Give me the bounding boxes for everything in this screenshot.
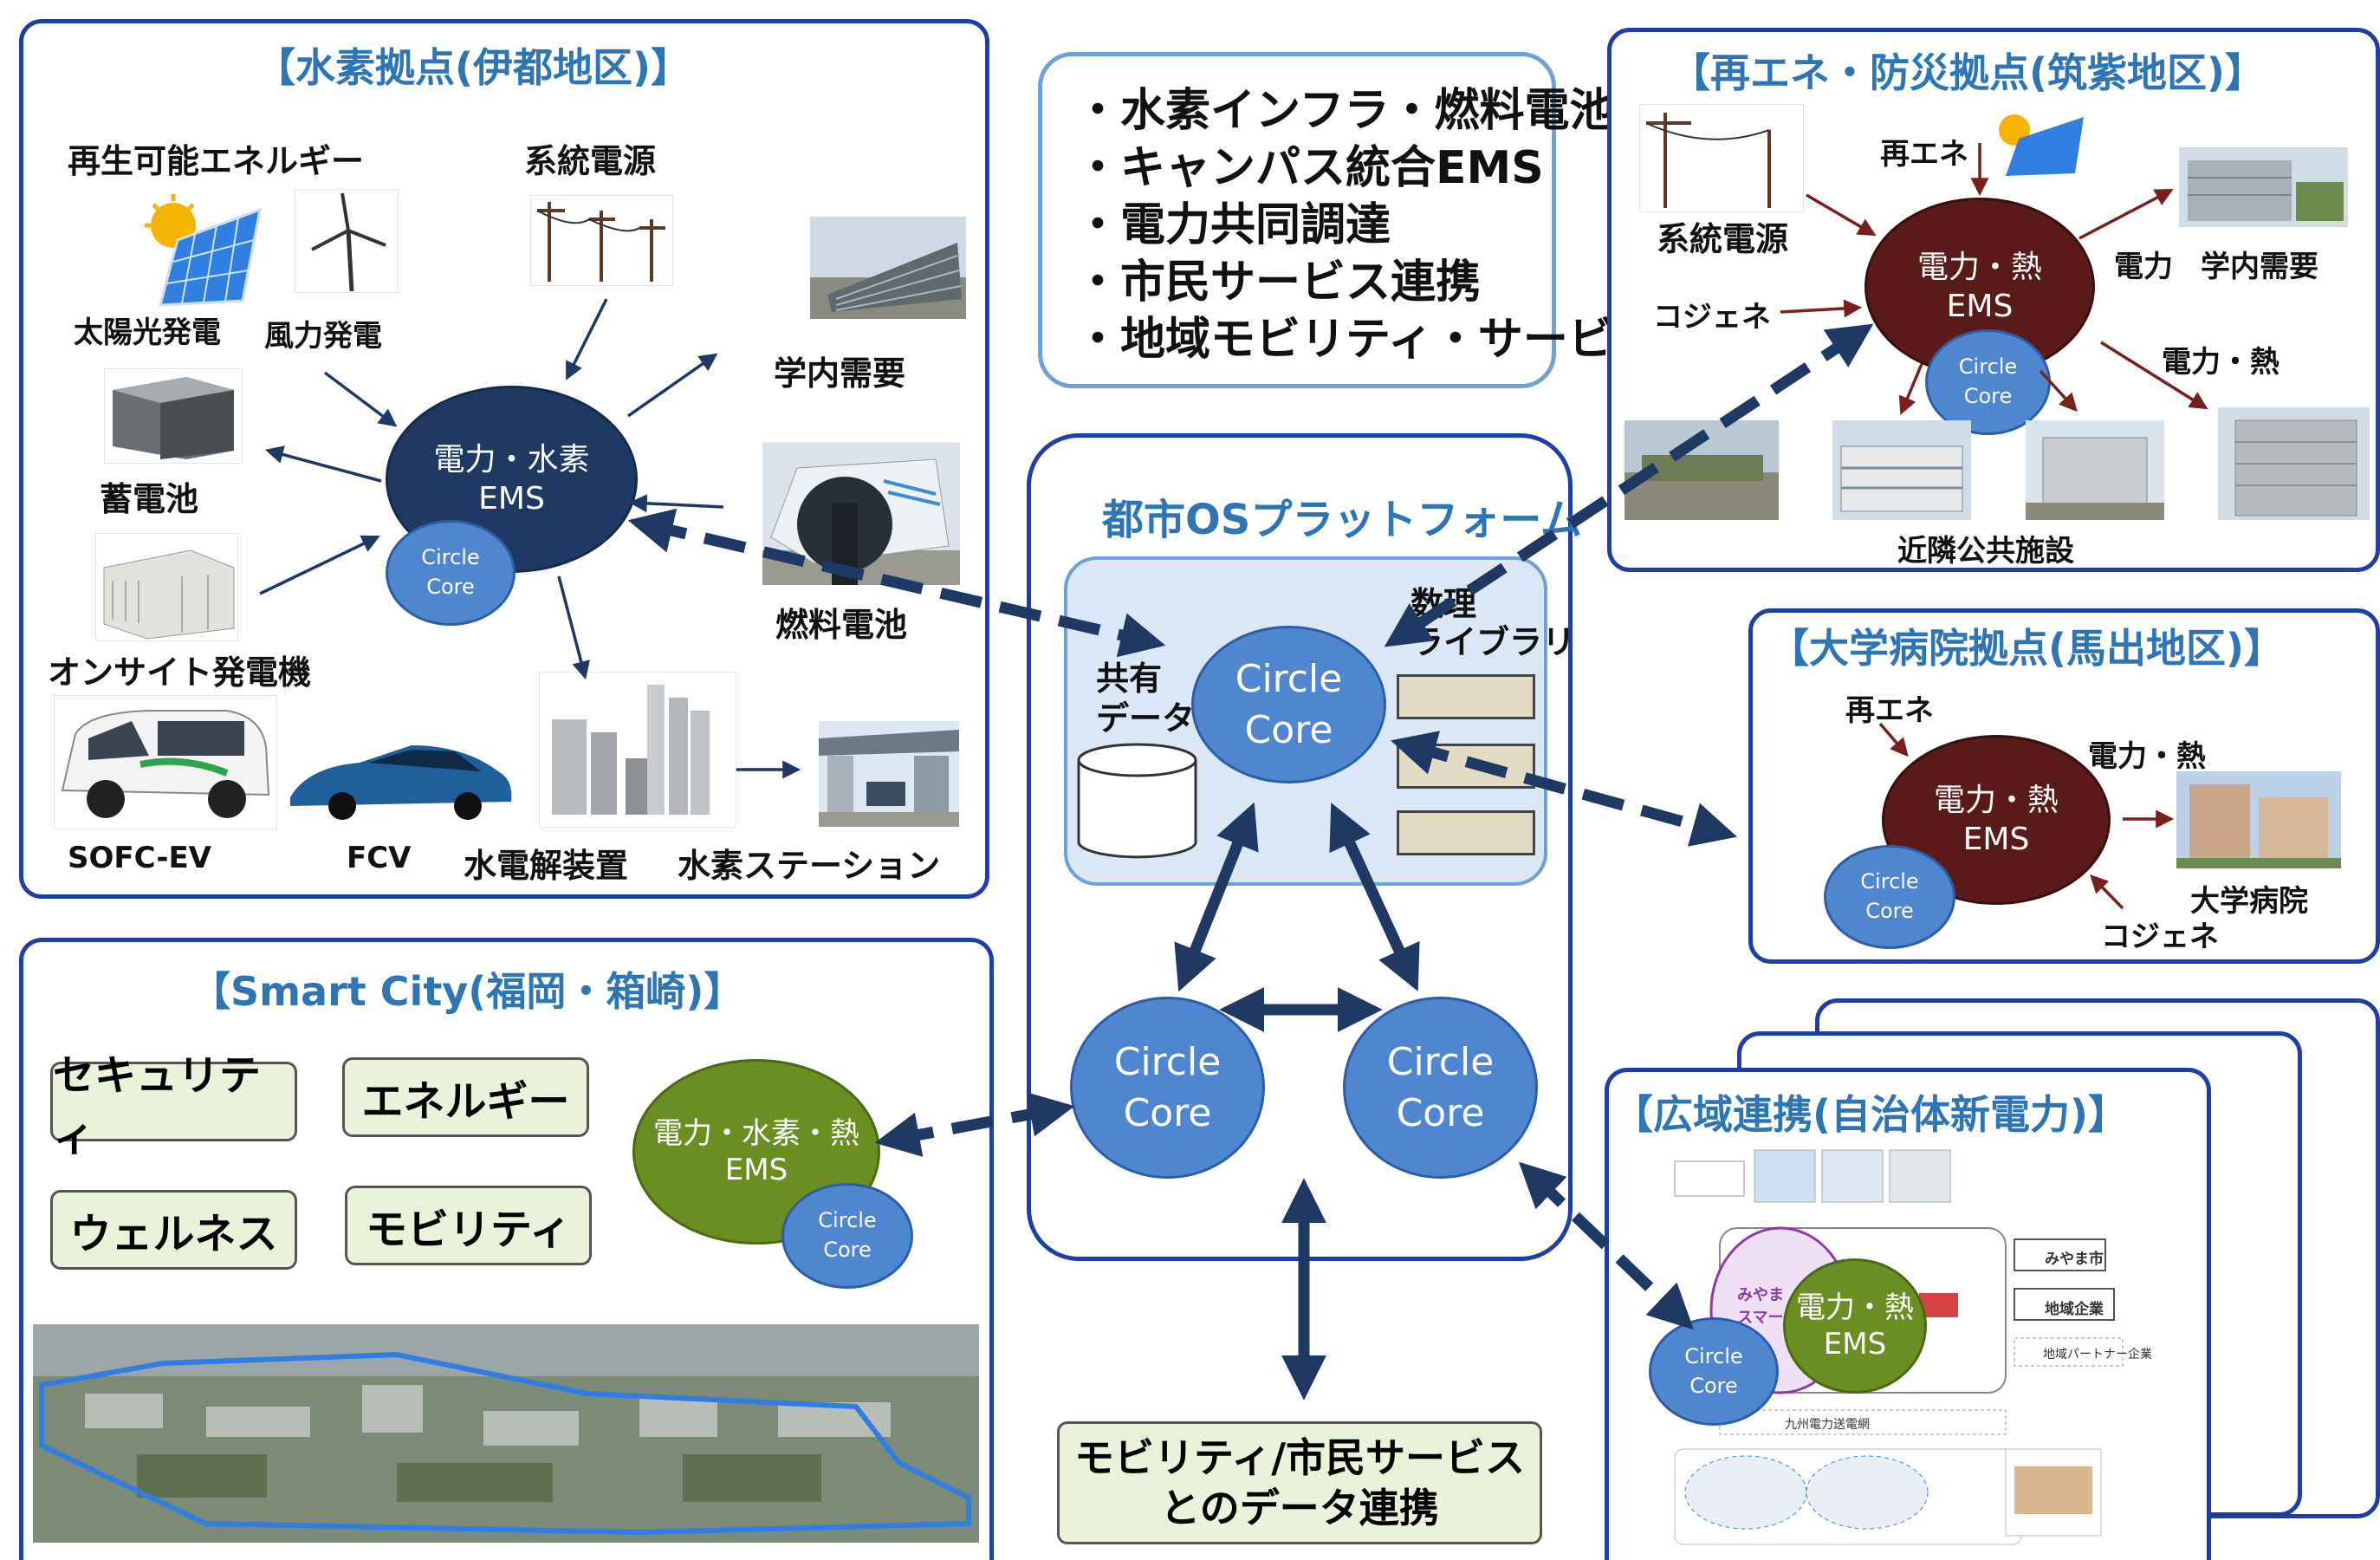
feature-item: ・キャンパス統合EMS <box>1075 142 1544 194</box>
mobility-data-link-box: モビリティ/市民サービス とのデータ連携 <box>1057 1421 1542 1544</box>
wellness-box: ウェルネス <box>50 1190 297 1270</box>
power-line-icon <box>1639 104 1804 212</box>
sofc-ev-label: SOFC-EV <box>68 841 211 875</box>
feature-item: ・市民サービス連携 <box>1075 257 1482 309</box>
onsite-generator-photo <box>95 533 238 641</box>
energy-box: エネルギー <box>342 1057 589 1137</box>
hospital-ems-node: 電力・熱 EMS <box>1882 735 2111 905</box>
renewable-label: 再エネ <box>1845 693 1934 728</box>
renewable-label: 再エネ <box>1880 137 1968 172</box>
platform-circle-core: Circle Core <box>1191 626 1386 783</box>
wide-area-circle-core: Circle Core <box>1649 1317 1779 1426</box>
sofc-ev-photo <box>54 695 277 829</box>
library-item <box>1397 674 1535 719</box>
solar-label: 太陽光発電 <box>74 315 221 350</box>
inset-grid-label: 九州電力送電網 <box>1785 1418 1870 1432</box>
wind-label: 風力発電 <box>264 319 382 354</box>
hydrogen-ems-line1: 電力・水素 <box>433 442 590 478</box>
hospital-building-photo <box>2176 771 2341 868</box>
battery-unit-photo <box>104 368 243 464</box>
hydrogen-ems-line2: EMS <box>478 481 545 517</box>
hydrogen-hub-title: 【水素拠点(伊都地区)】 <box>256 44 691 91</box>
features-list-box: ・水素インフラ・燃料電池 ・キャンパス統合EMS ・電力共同調達 ・市民サービス… <box>1038 52 1658 388</box>
fcv-label: FCV <box>347 841 412 875</box>
grid-label: 系統電源 <box>524 142 657 180</box>
hospital-label: 大学病院 <box>2190 884 2308 919</box>
aerial-city-photo <box>33 1324 979 1543</box>
feature-item: ・水素インフラ・燃料電池 <box>1075 85 1615 137</box>
public-facility-photo <box>2026 420 2164 520</box>
smart-city-ems-node: 電力・水素・熱 EMS <box>632 1059 880 1245</box>
campus-building-photo <box>810 217 966 319</box>
cogen-label: コジェネ <box>2101 920 2219 954</box>
database-icon <box>1077 743 1197 859</box>
wind-turbine-icon <box>295 189 399 293</box>
smart-city-title: 【Smart City(福岡・箱崎)】 <box>191 968 744 1015</box>
mobility-box: モビリティ <box>345 1186 592 1265</box>
fcv-photo <box>282 732 520 823</box>
campus-building-photo <box>2179 147 2348 227</box>
renewable-circle-core: Circle Core <box>1925 329 2051 435</box>
inset-company-label: 地域企業 <box>2045 1301 2104 1318</box>
feature-item: ・電力共同調達 <box>1075 199 1391 251</box>
public-facility-photo <box>2218 407 2370 520</box>
campus-demand-label: 学内需要 <box>774 354 906 393</box>
onsite-generator-label: オンサイト発電機 <box>48 653 312 692</box>
renewable-label: 再生可能エネルギー <box>68 142 365 180</box>
electrolyzer-label: 水電解装置 <box>464 847 629 885</box>
inset-city-label: みやま市 <box>2045 1251 2104 1268</box>
power-line-icon <box>530 195 673 286</box>
renewable-disaster-title: 【再エネ・防災拠点(筑紫地区)】 <box>1670 49 2266 96</box>
power-heat-label: 電力・熱 <box>2162 345 2279 380</box>
battery-label: 蓄電池 <box>100 480 199 518</box>
power-label: 電力 <box>2114 250 2173 284</box>
solar-panel-icon <box>145 194 262 307</box>
shared-data-label: 共有 データ <box>1096 660 1196 738</box>
power-heat-label: 電力・熱 <box>2088 739 2206 774</box>
hydrogen-station-photo <box>819 721 959 827</box>
grid-label: 系統電源 <box>1657 220 1789 258</box>
wide-area-ems-node: 電力・熱 EMS <box>1783 1258 1927 1394</box>
smart-city-circle-core: Circle Core <box>781 1183 913 1289</box>
public-facilities-label: 近隣公共施設 <box>1897 534 2074 569</box>
inset-partner-label: 地域パートナー企業 <box>2043 1348 2152 1362</box>
hospital-circle-core: Circle Core <box>1824 845 1955 949</box>
wide-area-title: 【広域連携(自治体新電力)】 <box>1613 1091 2129 1138</box>
solar-panel-icon <box>1999 114 2084 176</box>
hydrogen-station-label: 水素ステーション <box>678 847 941 885</box>
hydrogen-circle-core: Circle Core <box>386 520 516 626</box>
electrolyzer-photo <box>539 672 736 828</box>
security-box: セキュリティ <box>50 1051 297 1160</box>
campus-demand-label: 学内需要 <box>2201 250 2318 284</box>
